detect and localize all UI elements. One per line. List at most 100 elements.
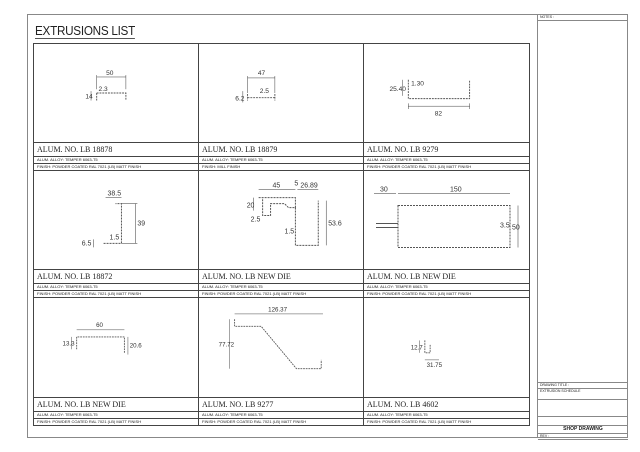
profile-outline <box>247 93 276 101</box>
extrusion-cell: 38.5 39 6.5 1.5 ALUM. NO. LB 18872 ALUM.… <box>34 171 199 298</box>
dimension-label: 53.6 <box>328 220 342 227</box>
dimension-label: 20 <box>247 203 255 210</box>
title-block: DRAWING TITLE : EXTRUSION SCHEDULE SHOP … <box>538 382 628 440</box>
profile-drawing: 30 150 3.5 50 <box>364 171 529 269</box>
dimension-label: 6.2 <box>235 96 244 103</box>
dimension-label: 39 <box>137 220 145 227</box>
alum-number: ALUM. NO. LB 18878 <box>34 142 198 156</box>
dimension-label: 25.40 <box>389 86 406 93</box>
shop-drawing-label: SHOP DRAWING <box>538 426 628 434</box>
dimension-label: 77.72 <box>219 342 235 349</box>
extrusion-cell: 126.37 77.72 ALUM. NO. LB 9277 ALUM. ALL… <box>199 298 364 425</box>
profile-drawing: 126.37 77.72 <box>199 298 363 397</box>
dimension-label: 1.5 <box>110 234 120 241</box>
dimension-label: 45 <box>273 183 281 190</box>
dimension-label: 1.30 <box>411 80 424 87</box>
dimension-label: 50 <box>106 70 114 77</box>
profile-drawing: 50 14 2.3 <box>34 44 198 142</box>
dimension-label: 26.89 <box>300 183 318 190</box>
extrusion-cell: 50 14 2.3 ALUM. NO. LB 18878 ALUM. ALLOY… <box>34 44 199 171</box>
alloy-spec: ALUM. ALLOY: TEMPER 6063-T5 <box>34 156 198 163</box>
profile-outline <box>419 340 439 361</box>
alloy-spec: ALUM. ALLOY: TEMPER 6063-T5 <box>364 156 529 163</box>
finish-spec: FINISH: POWDER COATED RAL 7021 (LB) MATT… <box>199 290 363 297</box>
dimension-label: 20.6 <box>130 343 143 350</box>
alloy-spec: ALUM. ALLOY: TEMPER 6063-T5 <box>199 283 363 290</box>
profile-drawing: 45 5 26.89 20 2.5 1.5 53.6 <box>199 171 363 269</box>
dimension-label: 6.5 <box>82 240 92 247</box>
alloy-spec: ALUM. ALLOY: TEMPER 6063-T5 <box>364 411 529 418</box>
profile-outline <box>258 197 319 246</box>
revision-label: REV : <box>538 434 628 440</box>
finish-spec: FINISH: POWDER COATED RAL 7021 (LB) MATT… <box>34 290 198 297</box>
alum-number: ALUM. NO. LB 18879 <box>199 142 363 156</box>
profile-outline <box>71 329 129 355</box>
dimension-label: 2.3 <box>99 86 108 93</box>
alum-number: ALUM. NO. LB NEW DIE <box>199 269 363 283</box>
dimension-label: 31.75 <box>427 362 443 369</box>
profile-drawing: 60 13.3 20.6 <box>34 298 198 397</box>
extrusion-cell: 12.7 31.75 ALUM. NO. LB 4602 ALUM. ALLOY… <box>364 298 529 425</box>
alloy-spec: ALUM. ALLOY: TEMPER 6063-T5 <box>199 156 363 163</box>
profile-outline <box>93 197 138 248</box>
dimension-label: 5 <box>294 181 298 188</box>
dimension-label: 14 <box>85 94 93 101</box>
alloy-spec: ALUM. ALLOY: TEMPER 6063-T5 <box>199 411 363 418</box>
alum-number: ALUM. NO. LB NEW DIE <box>364 269 529 283</box>
dimension-label: 30 <box>380 187 388 194</box>
drawing-title: EXTRUSION SCHEDULE <box>538 389 628 400</box>
extrusion-cell: 82 25.40 1.30 ALUM. NO. LB 9279 ALUM. AL… <box>364 44 529 171</box>
extrusion-cell: 60 13.3 20.6 ALUM. NO. LB NEW DIE ALUM. … <box>34 298 199 425</box>
drawing-title-label: DRAWING TITLE : <box>538 383 628 389</box>
profile-drawing: 38.5 39 6.5 1.5 <box>34 171 198 269</box>
drawing-number-row <box>538 417 628 426</box>
dimension-label: 150 <box>450 187 462 194</box>
finish-spec: FINISH: POWDER COATED RAL 7021 (LB) MATT… <box>34 418 198 425</box>
extrusion-cell: 45 5 26.89 20 2.5 1.5 53.6 ALUM. NO. LB … <box>199 171 364 298</box>
extrusions-grid: 50 14 2.3 ALUM. NO. LB 18878 ALUM. ALLOY… <box>33 43 530 426</box>
finish-spec: FINISH: POWDER COATED RAL 7021 (LB) MATT… <box>364 418 529 425</box>
extrusion-cell: 30 150 3.5 50 ALUM. NO. LB NEW DIE ALUM.… <box>364 171 529 298</box>
sheet-frame <box>27 14 628 438</box>
finish-spec: FINISH: POWDER COATED RAL 7021 (LB) MATT… <box>364 163 529 170</box>
profile-drawing: 82 25.40 1.30 <box>364 44 529 142</box>
profile-outline <box>376 223 398 228</box>
alum-number: ALUM. NO. LB NEW DIE <box>34 397 198 411</box>
finish-spec: FINISH: MILL FINISH <box>199 163 363 170</box>
profile-drawing: 12.7 31.75 <box>364 298 529 397</box>
extrusion-cell: 47 6.2 2.5 ALUM. NO. LB 18879 ALUM. ALLO… <box>199 44 364 171</box>
alum-number: ALUM. NO. LB 18872 <box>34 269 198 283</box>
dimension-label: 50 <box>512 225 520 232</box>
alloy-spec: ALUM. ALLOY: TEMPER 6063-T5 <box>34 283 198 290</box>
alum-number: ALUM. NO. LB 4602 <box>364 397 529 411</box>
alum-number: ALUM. NO. LB 9279 <box>364 142 529 156</box>
dimension-label: 60 <box>96 322 103 329</box>
dimension-label: 47 <box>258 70 266 77</box>
dimension-label: 12.7 <box>411 344 424 351</box>
alum-number: ALUM. NO. LB 9277 <box>199 397 363 411</box>
profile-drawing: 47 6.2 2.5 <box>199 44 363 142</box>
profile-outline <box>242 76 276 103</box>
profile-outline <box>402 79 470 110</box>
profile-outline <box>397 205 511 248</box>
dimension-label: 1.5 <box>284 228 294 235</box>
dimension-label: 13.3 <box>63 341 76 348</box>
profile-outline <box>234 319 322 370</box>
finish-spec: FINISH: POWDER COATED RAL 7021 (LB) MATT… <box>34 163 198 170</box>
finish-spec: FINISH: POWDER COATED RAL 7021 (LB) MATT… <box>364 290 529 297</box>
profile-outline <box>424 340 431 354</box>
profile-outline <box>90 75 127 101</box>
profile-outline <box>96 92 127 101</box>
page-title: EXTRUSIONS LIST <box>35 23 135 39</box>
dimension-label: 38.5 <box>108 191 122 198</box>
dimension-label: 126.37 <box>268 306 287 313</box>
alloy-spec: ALUM. ALLOY: TEMPER 6063-T5 <box>364 283 529 290</box>
dimension-label: 2.5 <box>251 216 261 223</box>
alloy-spec: ALUM. ALLOY: TEMPER 6063-T5 <box>34 411 198 418</box>
profile-outline <box>103 203 122 244</box>
finish-spec: FINISH: POWDER COATED RAL 7021 (LB) MATT… <box>199 418 363 425</box>
drawing-info-rows <box>538 400 628 417</box>
profile-outline <box>374 193 519 248</box>
profile-outline <box>76 336 125 353</box>
notes-label: NOTES : <box>538 14 628 21</box>
